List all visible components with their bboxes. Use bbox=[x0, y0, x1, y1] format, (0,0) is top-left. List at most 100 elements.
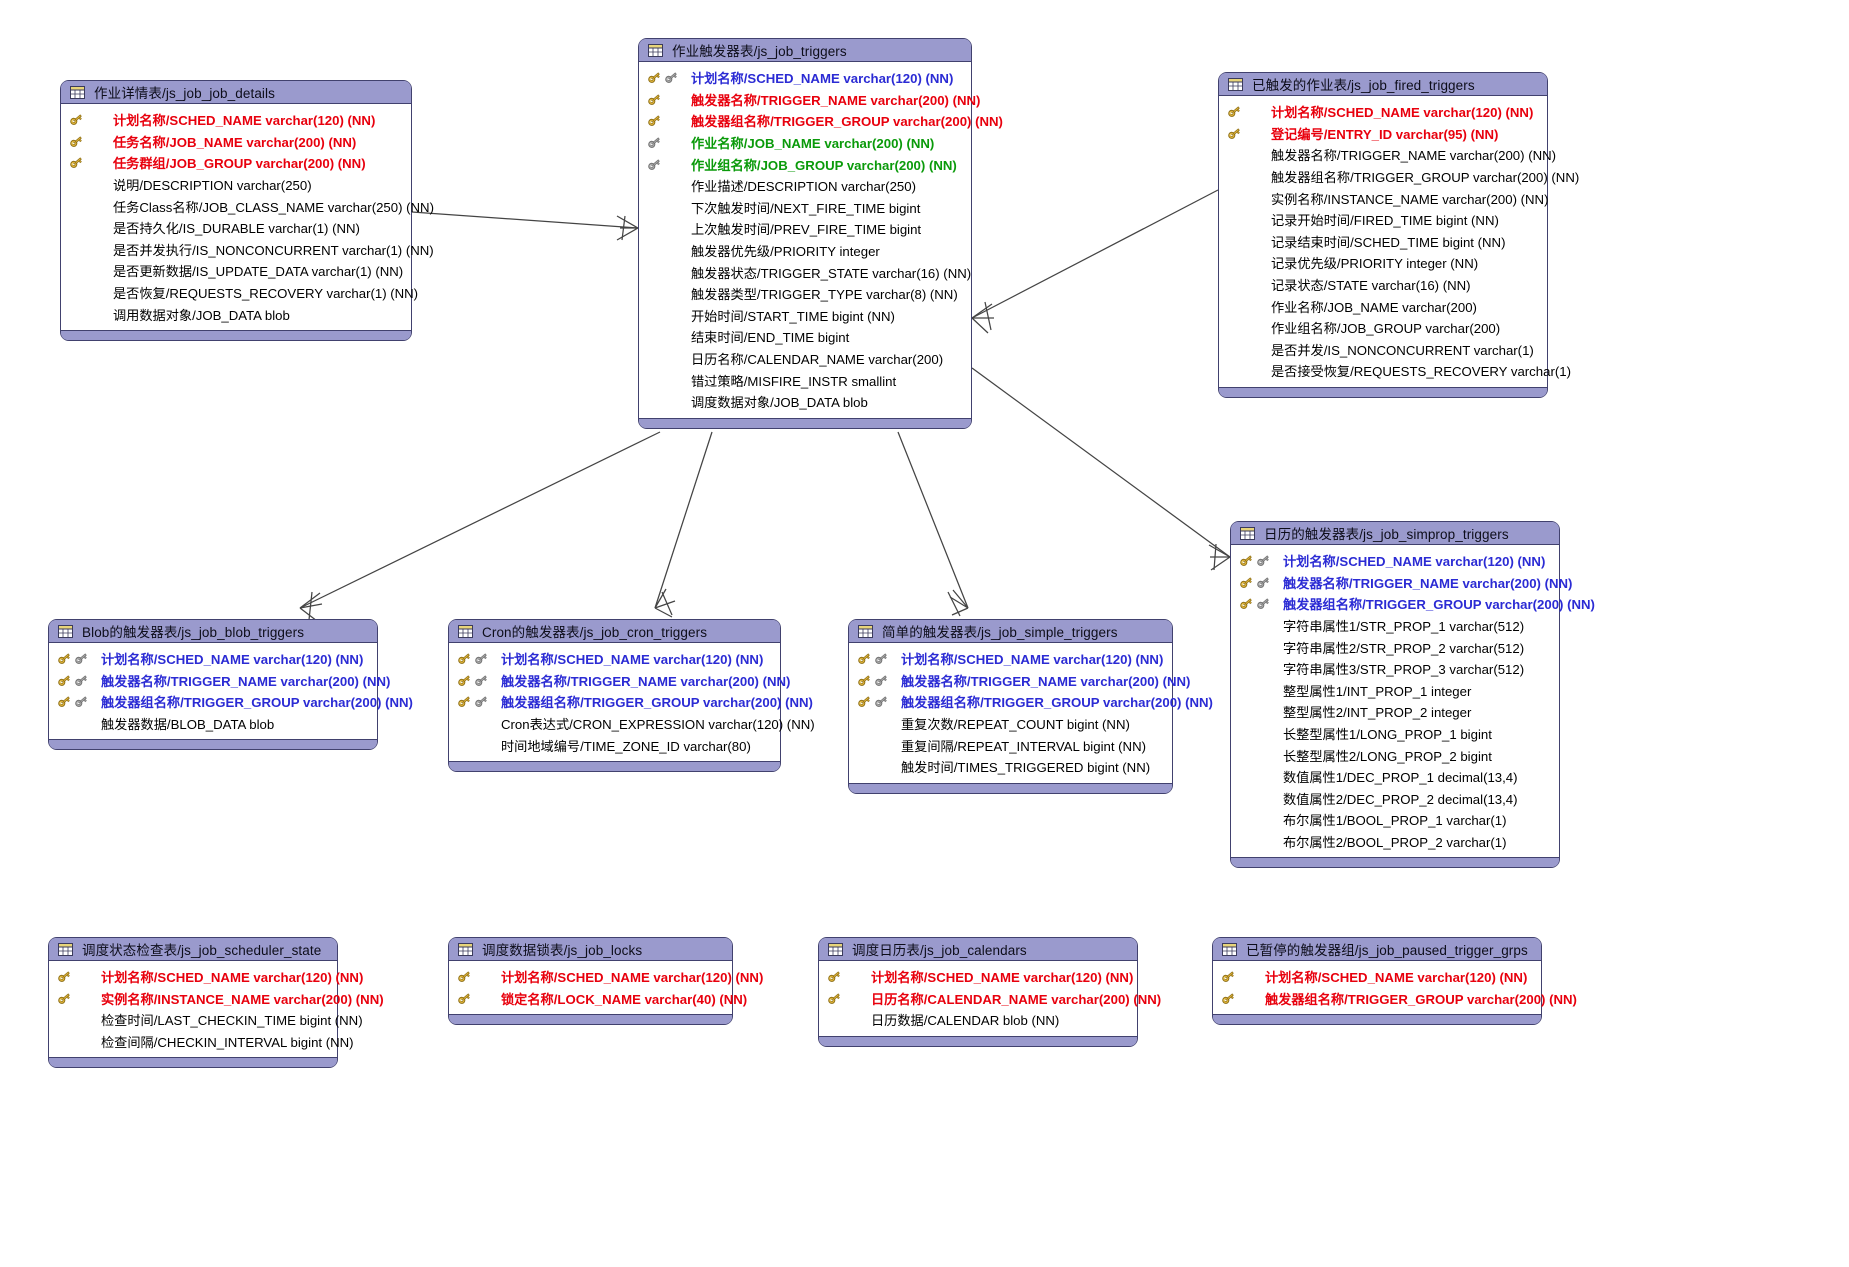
field-row[interactable]: 计划名称/SCHED_NAME varchar(120) (NN) bbox=[1231, 550, 1559, 572]
field-row[interactable]: 数值属性2/DEC_PROP_2 decimal(13,4) bbox=[1231, 788, 1559, 810]
field-row[interactable]: 是否更新数据/IS_UPDATE_DATA varchar(1) (NN) bbox=[61, 260, 411, 282]
field-row[interactable]: 说明/DESCRIPTION varchar(250) bbox=[61, 174, 411, 196]
entity-header-paused_trigger_grps[interactable]: 已暂停的触发器组/js_job_paused_trigger_grps bbox=[1213, 938, 1541, 961]
field-row[interactable]: 触发器名称/TRIGGER_NAME varchar(200) (NN) bbox=[1219, 144, 1556, 166]
entity-table-simprop_triggers[interactable]: 日历的触发器表/js_job_simprop_triggers 计划名称/SCHE… bbox=[1230, 521, 1595, 869]
field-row[interactable]: 布尔属性1/BOOL_PROP_1 varchar(1) bbox=[1231, 809, 1559, 831]
field-row[interactable]: 重复次数/REPEAT_COUNT bigint (NN) bbox=[849, 713, 1172, 735]
field-row[interactable]: 日历名称/CALENDAR_NAME varchar(200) bbox=[639, 348, 971, 370]
entity-header-scheduler_state[interactable]: 调度状态检查表/js_job_scheduler_state bbox=[49, 938, 337, 961]
entity-header-cron_triggers[interactable]: Cron的触发器表/js_job_cron_triggers bbox=[449, 620, 780, 643]
field-row[interactable]: 重复间隔/REPEAT_INTERVAL bigint (NN) bbox=[849, 734, 1172, 756]
field-row[interactable]: 下次触发时间/NEXT_FIRE_TIME bigint bbox=[639, 197, 971, 219]
field-row[interactable]: 是否并发执行/IS_NONCONCURRENT varchar(1) (NN) bbox=[61, 239, 434, 261]
field-row[interactable]: 是否接受恢复/REQUESTS_RECOVERY varchar(1) bbox=[1219, 360, 1571, 382]
field-row[interactable]: 结束时间/END_TIME bigint bbox=[639, 326, 971, 348]
field-row[interactable]: 触发时间/TIMES_TRIGGERED bigint (NN) bbox=[849, 756, 1172, 778]
field-row[interactable]: 整型属性2/INT_PROP_2 integer bbox=[1231, 701, 1559, 723]
field-row[interactable]: 日历名称/CALENDAR_NAME varchar(200) (NN) bbox=[819, 988, 1161, 1010]
field-row[interactable]: 计划名称/SCHED_NAME varchar(120) (NN) bbox=[639, 67, 971, 89]
field-row[interactable]: 整型属性1/INT_PROP_1 integer bbox=[1231, 680, 1559, 702]
entity-table-locks[interactable]: 调度数据锁表/js_job_locks 计划名称/SCHED_NAME varch… bbox=[448, 937, 763, 1026]
field-row[interactable]: 布尔属性2/BOOL_PROP_2 varchar(1) bbox=[1231, 831, 1559, 853]
field-row[interactable]: 记录开始时间/FIRED_TIME bigint (NN) bbox=[1219, 209, 1547, 231]
field-row[interactable]: 作业名称/JOB_NAME varchar(200) (NN) bbox=[639, 132, 971, 154]
entity-header-simple_triggers[interactable]: 简单的触发器表/js_job_simple_triggers bbox=[849, 620, 1172, 643]
field-row[interactable]: 实例名称/INSTANCE_NAME varchar(200) (NN) bbox=[1219, 187, 1548, 209]
entity-table-simple_triggers[interactable]: 简单的触发器表/js_job_simple_triggers 计划名称/SCHED… bbox=[848, 619, 1213, 794]
field-row[interactable]: 数值属性1/DEC_PROP_1 decimal(13,4) bbox=[1231, 766, 1559, 788]
field-row[interactable]: 时间地域编号/TIME_ZONE_ID varchar(80) bbox=[449, 734, 780, 756]
field-row[interactable]: 记录优先级/PRIORITY integer (NN) bbox=[1219, 252, 1547, 274]
entity-table-job_details[interactable]: 作业详情表/js_job_job_details 计划名称/SCHED_NAME … bbox=[60, 80, 434, 341]
field-row[interactable]: 长整型属性1/LONG_PROP_1 bigint bbox=[1231, 723, 1559, 745]
field-row[interactable]: 计划名称/SCHED_NAME varchar(120) (NN) bbox=[449, 648, 780, 670]
entity-header-simprop_triggers[interactable]: 日历的触发器表/js_job_simprop_triggers bbox=[1231, 522, 1559, 545]
entity-table-fired_triggers[interactable]: 已触发的作业表/js_job_fired_triggers 计划名称/SCHED_… bbox=[1218, 72, 1579, 398]
entity-header-job_details[interactable]: 作业详情表/js_job_job_details bbox=[61, 81, 411, 104]
entity-table-cron_triggers[interactable]: Cron的触发器表/js_job_cron_triggers 计划名称/SCHED… bbox=[448, 619, 815, 772]
field-row[interactable]: 计划名称/SCHED_NAME varchar(120) (NN) bbox=[49, 648, 377, 670]
field-row[interactable]: 记录状态/STATE varchar(16) (NN) bbox=[1219, 274, 1547, 296]
field-row[interactable]: 是否持久化/IS_DURABLE varchar(1) (NN) bbox=[61, 217, 411, 239]
field-row[interactable]: 计划名称/SCHED_NAME varchar(120) (NN) bbox=[1213, 966, 1541, 988]
field-row[interactable]: 错过策略/MISFIRE_INSTR smallint bbox=[639, 369, 971, 391]
entity-header-calendars[interactable]: 调度日历表/js_job_calendars bbox=[819, 938, 1137, 961]
field-row[interactable]: 上次触发时间/PREV_FIRE_TIME bigint bbox=[639, 218, 971, 240]
field-row[interactable]: Cron表达式/CRON_EXPRESSION varchar(120) (NN… bbox=[449, 713, 815, 735]
field-row[interactable]: 是否恢复/REQUESTS_RECOVERY varchar(1) (NN) bbox=[61, 282, 418, 304]
field-row[interactable]: 字符串属性3/STR_PROP_3 varchar(512) bbox=[1231, 658, 1559, 680]
field-row[interactable]: 触发器组名称/TRIGGER_GROUP varchar(200) (NN) bbox=[449, 691, 813, 713]
field-row[interactable]: 调度数据对象/JOB_DATA blob bbox=[639, 391, 971, 413]
field-row[interactable]: 长整型属性2/LONG_PROP_2 bigint bbox=[1231, 744, 1559, 766]
field-row[interactable]: 检查间隔/CHECKIN_INTERVAL bigint (NN) bbox=[49, 1031, 354, 1053]
field-row[interactable]: 计划名称/SCHED_NAME varchar(120) (NN) bbox=[61, 109, 411, 131]
field-row[interactable]: 作业组名称/JOB_GROUP varchar(200) bbox=[1219, 317, 1547, 339]
field-row[interactable]: 触发器组名称/TRIGGER_GROUP varchar(200) (NN) bbox=[1219, 166, 1579, 188]
field-row[interactable]: 触发器状态/TRIGGER_STATE varchar(16) (NN) bbox=[639, 261, 971, 283]
field-row[interactable]: 作业组名称/JOB_GROUP varchar(200) (NN) bbox=[639, 153, 971, 175]
field-row[interactable]: 开始时间/START_TIME bigint (NN) bbox=[639, 305, 971, 327]
field-row[interactable]: 调用数据对象/JOB_DATA blob bbox=[61, 303, 411, 325]
entity-header-fired_triggers[interactable]: 已触发的作业表/js_job_fired_triggers bbox=[1219, 73, 1547, 96]
field-row[interactable]: 触发器名称/TRIGGER_NAME varchar(200) (NN) bbox=[1231, 572, 1572, 594]
field-row[interactable]: 检查时间/LAST_CHECKIN_TIME bigint (NN) bbox=[49, 1009, 363, 1031]
field-row[interactable]: 字符串属性1/STR_PROP_1 varchar(512) bbox=[1231, 615, 1559, 637]
field-row[interactable]: 实例名称/INSTANCE_NAME varchar(200) (NN) bbox=[49, 988, 384, 1010]
field-row[interactable]: 任务Class名称/JOB_CLASS_NAME varchar(250) (N… bbox=[61, 195, 434, 217]
entity-table-triggers[interactable]: 作业触发器表/js_job_triggers 计划名称/SCHED_NAME va… bbox=[638, 38, 1003, 429]
field-row[interactable]: 计划名称/SCHED_NAME varchar(120) (NN) bbox=[849, 648, 1172, 670]
field-row[interactable]: 触发器名称/TRIGGER_NAME varchar(200) (NN) bbox=[639, 89, 980, 111]
field-row[interactable]: 任务群组/JOB_GROUP varchar(200) (NN) bbox=[61, 152, 411, 174]
field-row[interactable]: 锁定名称/LOCK_NAME varchar(40) (NN) bbox=[449, 988, 747, 1010]
field-row[interactable]: 触发器名称/TRIGGER_NAME varchar(200) (NN) bbox=[49, 670, 390, 692]
field-row[interactable]: 触发器数据/BLOB_DATA blob bbox=[49, 713, 377, 735]
entity-header-blob_triggers[interactable]: Blob的触发器表/js_job_blob_triggers bbox=[49, 620, 377, 643]
entity-table-paused_trigger_grps[interactable]: 已暂停的触发器组/js_job_paused_trigger_grps 计划名称/… bbox=[1212, 937, 1577, 1026]
entity-header-locks[interactable]: 调度数据锁表/js_job_locks bbox=[449, 938, 732, 961]
field-row[interactable]: 触发器名称/TRIGGER_NAME varchar(200) (NN) bbox=[449, 670, 790, 692]
field-row[interactable]: 记录结束时间/SCHED_TIME bigint (NN) bbox=[1219, 231, 1547, 253]
entity-table-scheduler_state[interactable]: 调度状态检查表/js_job_scheduler_state 计划名称/SCHED… bbox=[48, 937, 384, 1069]
field-row[interactable]: 触发器优先级/PRIORITY integer bbox=[639, 240, 971, 262]
field-row[interactable]: 日历数据/CALENDAR blob (NN) bbox=[819, 1009, 1137, 1031]
field-row[interactable]: 字符串属性2/STR_PROP_2 varchar(512) bbox=[1231, 636, 1559, 658]
field-row[interactable]: 作业描述/DESCRIPTION varchar(250) bbox=[639, 175, 971, 197]
field-row[interactable]: 触发器组名称/TRIGGER_GROUP varchar(200) (NN) bbox=[639, 110, 1003, 132]
field-row[interactable]: 任务名称/JOB_NAME varchar(200) (NN) bbox=[61, 131, 411, 153]
field-row[interactable]: 触发器组名称/TRIGGER_GROUP varchar(200) (NN) bbox=[1213, 988, 1577, 1010]
entity-table-calendars[interactable]: 调度日历表/js_job_calendars 计划名称/SCHED_NAME va… bbox=[818, 937, 1161, 1047]
field-row[interactable]: 是否并发/IS_NONCONCURRENT varchar(1) bbox=[1219, 339, 1547, 361]
field-row[interactable]: 计划名称/SCHED_NAME varchar(120) (NN) bbox=[449, 966, 763, 988]
entity-table-blob_triggers[interactable]: Blob的触发器表/js_job_blob_triggers 计划名称/SCHED… bbox=[48, 619, 413, 751]
field-row[interactable]: 作业名称/JOB_NAME varchar(200) bbox=[1219, 295, 1547, 317]
field-row[interactable]: 触发器类型/TRIGGER_TYPE varchar(8) (NN) bbox=[639, 283, 971, 305]
field-row[interactable]: 计划名称/SCHED_NAME varchar(120) (NN) bbox=[1219, 101, 1547, 123]
field-row[interactable]: 触发器名称/TRIGGER_NAME varchar(200) (NN) bbox=[849, 670, 1190, 692]
field-row[interactable]: 触发器组名称/TRIGGER_GROUP varchar(200) (NN) bbox=[849, 691, 1213, 713]
field-row[interactable]: 计划名称/SCHED_NAME varchar(120) (NN) bbox=[49, 966, 363, 988]
field-row[interactable]: 触发器组名称/TRIGGER_GROUP varchar(200) (NN) bbox=[1231, 593, 1595, 615]
entity-header-triggers[interactable]: 作业触发器表/js_job_triggers bbox=[639, 39, 971, 62]
field-row[interactable]: 计划名称/SCHED_NAME varchar(120) (NN) bbox=[819, 966, 1137, 988]
field-row[interactable]: 触发器组名称/TRIGGER_GROUP varchar(200) (NN) bbox=[49, 691, 413, 713]
